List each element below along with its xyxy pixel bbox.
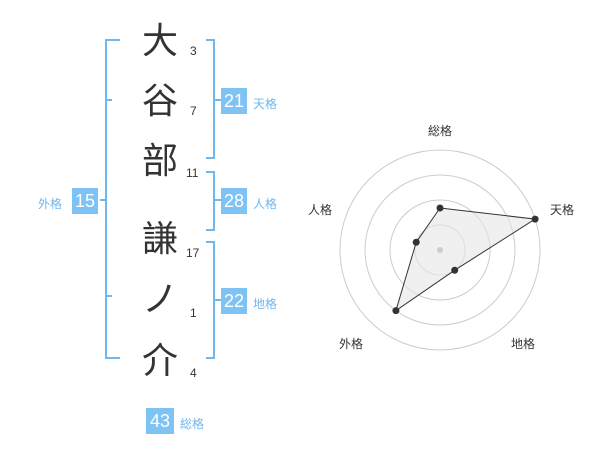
- gaikaku-value: 15: [72, 188, 98, 214]
- tenkaku-value: 21: [221, 88, 247, 114]
- name-char-5: ノ: [141, 279, 178, 320]
- tenkaku-label: 天格: [253, 97, 278, 111]
- gaikaku-label: 外格: [38, 197, 63, 211]
- soukaku-label: 総格: [180, 417, 205, 431]
- radar-ring: [364, 174, 516, 326]
- stroke-count-2: 7: [190, 104, 197, 118]
- name-char-1: 大: [141, 21, 178, 62]
- chikaku-value: 22: [221, 288, 247, 314]
- radar-point-3: [392, 307, 400, 315]
- stroke-count-6: 4: [190, 366, 197, 380]
- chikaku-label: 地格: [253, 297, 278, 311]
- name-char-3: 部: [141, 141, 178, 182]
- stroke-count-3: 11: [186, 166, 199, 180]
- soukaku-value: 43: [146, 408, 174, 434]
- radar-axis-label-soukaku: 総格: [428, 124, 453, 138]
- stroke-count-5: 1: [190, 306, 197, 320]
- radar-ring: [339, 149, 541, 351]
- name-char-2: 谷: [141, 81, 178, 122]
- name-char-4: 謙: [141, 219, 178, 260]
- name-char-6: 介: [141, 341, 178, 382]
- radar-point-0: [436, 204, 444, 212]
- radar-center: [437, 247, 443, 253]
- jinkaku-value: 28: [221, 188, 247, 214]
- jinkaku-label: 人格: [253, 197, 278, 211]
- stroke-count-4: 17: [186, 246, 200, 260]
- radar-point-4: [412, 238, 420, 246]
- radar-axis-label-gaikaku: 外格: [339, 337, 364, 351]
- radar-axis-label-tenkaku: 天格: [550, 203, 575, 217]
- stroke-count-1: 3: [190, 44, 197, 58]
- radar-polygon: [395, 207, 537, 312]
- radar-point-1: [531, 215, 539, 223]
- radar-axis-label-jinkaku: 人格: [308, 203, 333, 217]
- radar-ring: [389, 199, 491, 301]
- radar-point-2: [451, 266, 459, 274]
- radar-axis-label-chikaku: 地格: [511, 337, 536, 351]
